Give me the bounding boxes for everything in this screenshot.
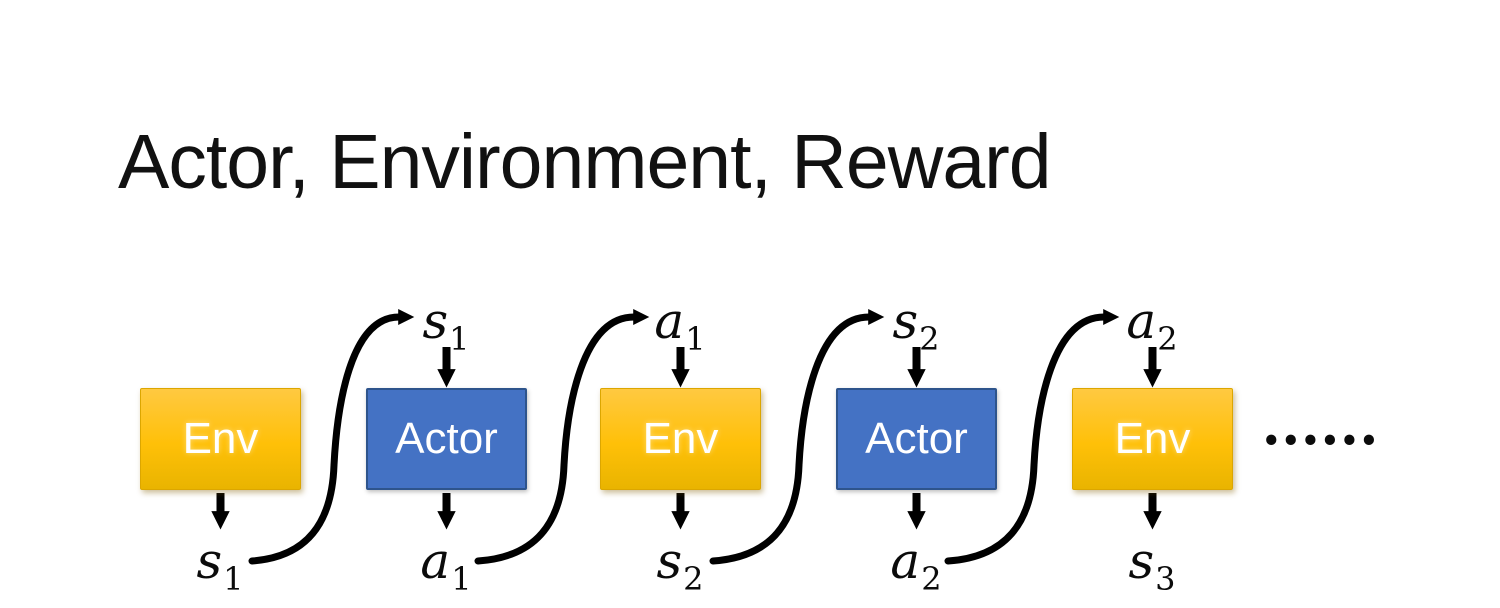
- env-box-1-label: Env: [182, 414, 259, 463]
- label-bottom-a2: a2: [856, 536, 976, 595]
- label-top-a2-sub: 2: [1157, 320, 1178, 358]
- label-bottom-a1-base: a: [420, 532, 451, 590]
- label-bottom-s1-base: s: [196, 532, 223, 590]
- env-box-1: Env: [140, 388, 301, 490]
- env-box-3-label: Env: [1114, 414, 1191, 463]
- ellipsis-dots: ••••••: [1262, 424, 1380, 458]
- actor-box-1-label: Actor: [395, 414, 498, 463]
- env-box-2-label: Env: [642, 414, 719, 463]
- label-top-s2-base: s: [892, 292, 919, 350]
- actor-box-2: Actor: [836, 388, 997, 490]
- label-bottom-a1-sub: 1: [451, 560, 472, 598]
- env-box-3: Env: [1072, 388, 1233, 490]
- label-top-s2-sub: 2: [919, 320, 940, 358]
- label-bottom-a2-sub: 2: [921, 560, 942, 598]
- label-bottom-a1: a1: [386, 536, 506, 595]
- label-top-a1-base: a: [654, 292, 685, 350]
- actor-box-1: Actor: [366, 388, 527, 490]
- label-bottom-s3-base: s: [1128, 532, 1155, 590]
- label-top-a1-sub: 1: [685, 320, 706, 358]
- label-top-s2: s2: [856, 296, 976, 355]
- actor-box-2-label: Actor: [865, 414, 968, 463]
- label-top-a2: a2: [1092, 296, 1212, 355]
- label-top-s1-sub: 1: [449, 320, 470, 358]
- label-bottom-s2-base: s: [656, 532, 683, 590]
- label-bottom-a2-base: a: [890, 532, 921, 590]
- label-bottom-s1-sub: 1: [223, 560, 244, 598]
- label-bottom-s2: s2: [620, 536, 740, 595]
- label-bottom-s3: s3: [1092, 536, 1212, 595]
- label-top-s1-base: s: [422, 292, 449, 350]
- label-top-s1: s1: [386, 296, 506, 355]
- page-title: Actor, Environment, Reward: [118, 119, 1052, 205]
- label-top-a1: a1: [620, 296, 740, 355]
- label-bottom-s1: s1: [160, 536, 280, 595]
- label-bottom-s3-sub: 3: [1155, 560, 1176, 598]
- env-box-2: Env: [600, 388, 761, 490]
- label-bottom-s2-sub: 2: [683, 560, 704, 598]
- label-top-a2-base: a: [1126, 292, 1157, 350]
